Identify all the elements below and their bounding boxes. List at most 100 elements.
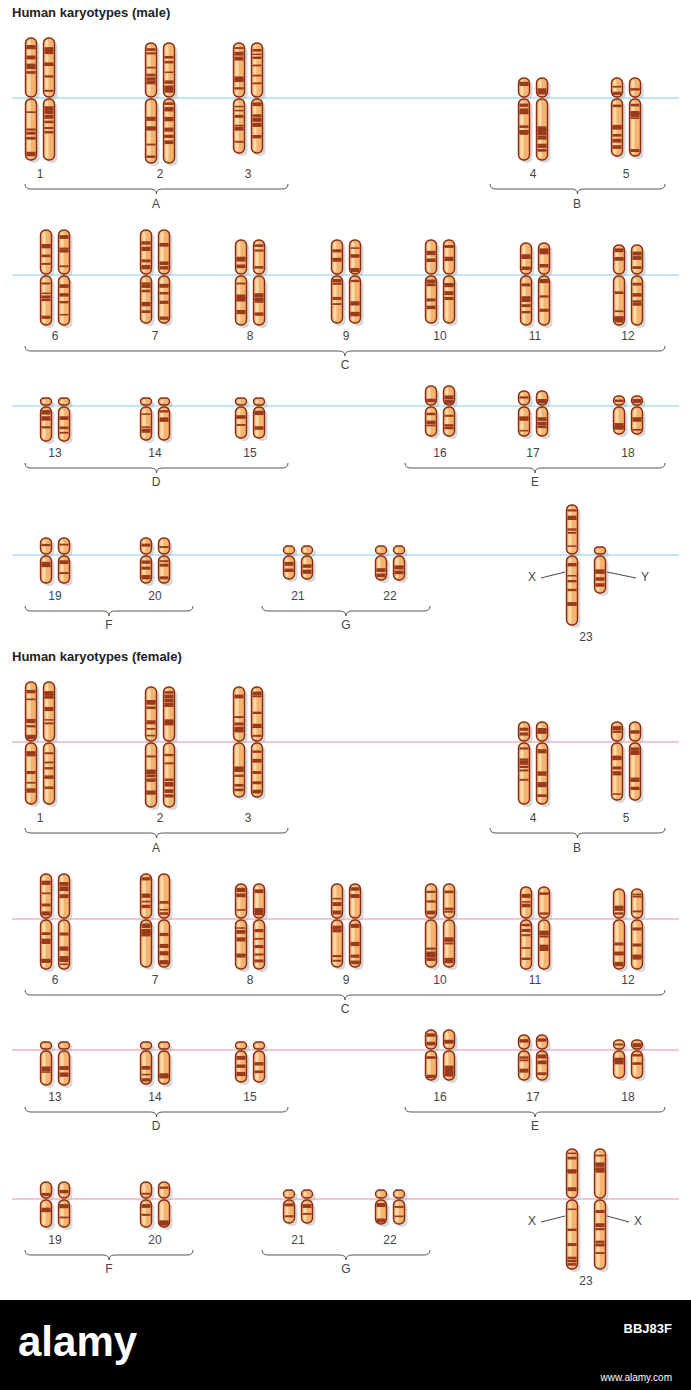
chromosome-body [630,99,641,156]
chromosome-outline [444,920,455,967]
chromosome-band [42,426,51,428]
chromosome-arm [164,743,178,810]
chromosome-outline [595,1200,606,1269]
chromosome-band [142,413,151,415]
chromosome-body [614,920,625,969]
chromosome-arm [537,1035,551,1052]
chromosome-band [237,1056,246,1060]
chromosome-band [147,775,156,778]
chromosome-body [332,240,343,274]
sex-chromosome-label: X [528,1215,536,1229]
chromosome-outline [632,920,643,969]
chromosome-arm [284,546,298,557]
chromosome-body [632,920,643,969]
chromosome-arm [26,743,40,807]
chromosome-band [255,299,264,301]
chromosome-band [568,1157,577,1160]
chromosome-band [615,248,624,252]
chromosome-band [165,135,174,138]
chromosome-band [538,399,547,403]
chromosome-band [538,149,547,152]
chromosome-outline [159,230,170,274]
chromosome-number: 12 [621,330,634,344]
chromosome-outline [521,920,532,969]
chromosome-arm [159,538,173,557]
chromosome-arm [632,889,646,921]
chromosome-band [520,732,529,735]
chromosome-band [42,932,51,935]
chromosome-body [252,99,263,153]
chromosome-body [444,1051,455,1080]
chromosome-band [631,778,640,782]
chromosome-band [255,959,264,962]
chromosome-band [165,778,174,781]
chromosome-band [160,284,169,288]
chromosome-outline [159,1042,170,1049]
chromosome-arm [44,99,58,163]
chromosome-body [444,276,455,323]
chromosome-outline [252,99,263,153]
chromosome-number: 14 [148,1091,161,1105]
chromosome-outline [159,920,170,967]
chromosome-outline [41,230,52,274]
chromosome-band [351,312,360,316]
chromosome-band [522,904,531,908]
chromosome-band [633,1054,642,1056]
chromosome-outline [537,1051,548,1080]
chromosome-number: 7 [152,974,159,988]
chromosome-highlight [396,1192,399,1196]
chromosome-band [235,57,244,61]
chromosome-band [60,561,69,564]
chromosome-body [236,920,247,969]
chromosome-band [445,1069,454,1073]
chromosome-band [255,938,264,940]
chromosome-body [41,1182,52,1198]
chromosome-body [426,407,437,436]
chromosome-band [427,1075,436,1078]
chromosome-band [237,416,246,419]
chromosome-outline [630,78,641,97]
chromosome-highlight [597,1151,600,1196]
chromosome-band [522,894,531,898]
chromosome-arm [59,556,73,586]
chromosome-band [427,1056,436,1058]
chromosome-band [27,698,36,700]
chromosome-band [427,258,436,260]
chromosome-outline [567,1149,578,1198]
chromosome-arm [234,743,248,800]
chromosome-arm [302,1200,316,1226]
chromosome-outline [444,1030,455,1049]
chromosome-band [42,544,51,546]
chromosome-band [568,603,577,605]
chromosome-outline [141,1051,152,1084]
chromosome-band [633,266,642,269]
chromosome-number: 1 [37,812,44,826]
chromosome-band [60,544,69,546]
chromosome-number: 18 [621,447,634,461]
chromosome-body [236,276,247,325]
chromosome-number: 10 [433,974,446,988]
chromosome-band [147,791,156,795]
chromosome-number: 14 [148,447,161,461]
chromosome-body [159,1200,170,1227]
chromosome-band [60,235,69,239]
chromosome-arm [332,240,346,277]
chromosome-outline [426,884,437,918]
chromosome-arm [159,1182,173,1201]
chromosome-band [631,88,640,90]
chromosome-body [376,1200,387,1224]
chromosome-band [596,583,605,587]
chromosome-band [631,113,640,117]
chromosome-band [445,283,454,286]
chromosome-body [284,546,295,554]
chromosome-band [165,56,174,59]
chromosome-band [285,1203,294,1206]
chromosome-band [522,266,531,270]
chromosome-body [234,99,245,153]
chromosome-outline [236,276,247,325]
chromosome-band [27,152,36,156]
chromosome-body [519,722,530,741]
chromosome-arm [630,78,644,100]
chromosome-body [234,687,245,741]
chromosome-band [235,695,244,699]
